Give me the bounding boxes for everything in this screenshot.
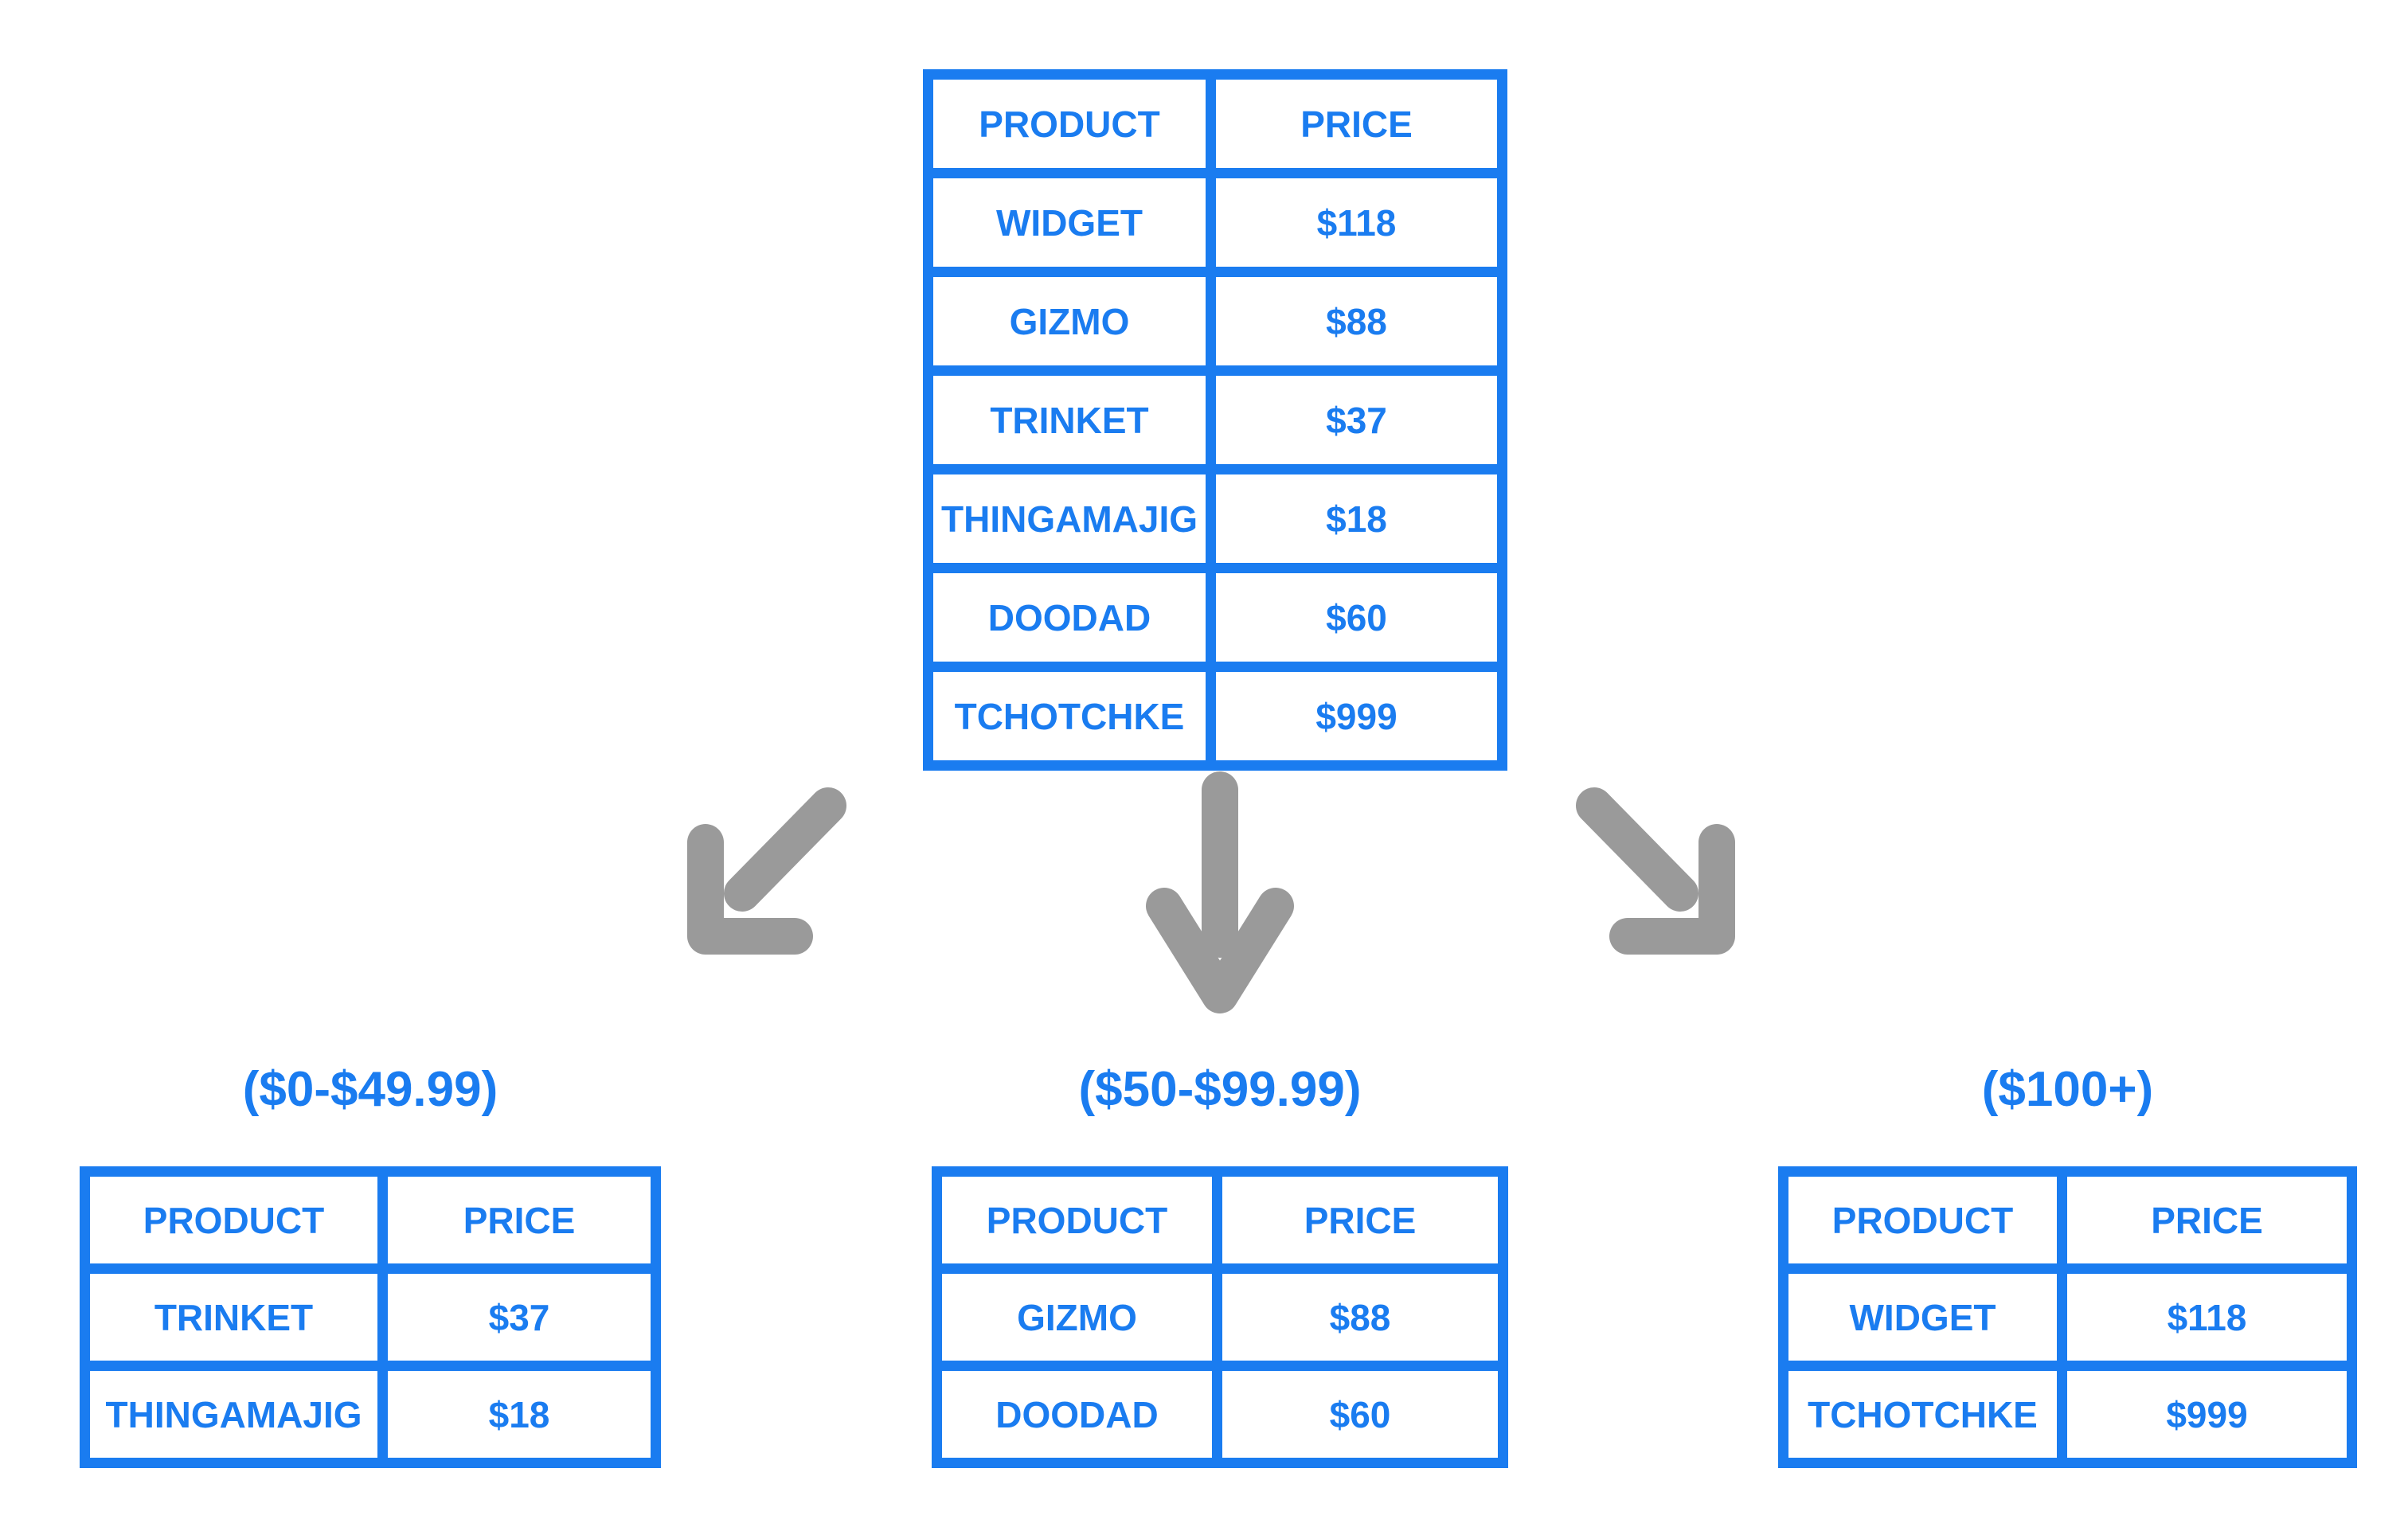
table-row: DOODAD$60 — [942, 1371, 1498, 1458]
down-left-arrow-shaft — [724, 787, 846, 912]
data-cell: TCHOTCHKE — [933, 672, 1206, 760]
data-cell: DOODAD — [933, 573, 1206, 662]
down-right-arrow-head — [1609, 824, 1735, 955]
data-cell: THINGAMAJIG — [90, 1371, 377, 1458]
data-cell: $37 — [388, 1274, 651, 1361]
data-cell: $118 — [2067, 1274, 2347, 1361]
table-row: TRINKET$37 — [90, 1274, 651, 1361]
table-row: THINGAMAJIG$18 — [90, 1371, 651, 1458]
table-row: TCHOTCHKE$999 — [1788, 1371, 2347, 1458]
data-cell: TCHOTCHKE — [1788, 1371, 2057, 1458]
down-right-arrow — [1576, 787, 1735, 955]
data-cell: TRINKET — [90, 1274, 377, 1361]
table-row: TRINKET$37 — [933, 376, 1497, 464]
down-left-arrow — [687, 787, 846, 955]
table-row: DOODAD$60 — [933, 573, 1497, 662]
header-cell: PRICE — [1222, 1177, 1498, 1263]
down-right-arrow-shaft — [1576, 787, 1698, 912]
header-cell: PRICE — [388, 1177, 651, 1263]
table-row: TCHOTCHKE$999 — [933, 672, 1497, 760]
range-label-high: ($100+) — [1981, 1062, 2154, 1117]
data-cell: $37 — [1216, 376, 1497, 464]
data-cell: $60 — [1222, 1371, 1498, 1458]
down-arrow-head — [1146, 888, 1294, 1013]
table-row: THINGAMAJIG$18 — [933, 474, 1497, 563]
data-cell: GIZMO — [942, 1274, 1212, 1361]
data-cell: DOODAD — [942, 1371, 1212, 1458]
header-cell: PRODUCT — [933, 80, 1206, 168]
data-cell: THINGAMAJIG — [933, 474, 1206, 563]
down-left-arrow-head — [687, 824, 813, 955]
range-label-low: ($0-$49.99) — [242, 1062, 498, 1117]
data-cell: $18 — [1216, 474, 1497, 563]
down-arrow — [1146, 771, 1294, 1013]
range-label-mid: ($50-$99.99) — [1078, 1062, 1362, 1117]
data-cell: TRINKET — [933, 376, 1206, 464]
header-cell: PRODUCT — [942, 1177, 1212, 1263]
table-row: GIZMO$88 — [933, 277, 1497, 365]
data-cell: $18 — [388, 1371, 651, 1458]
data-cell: GIZMO — [933, 277, 1206, 365]
header-cell: PRODUCT — [90, 1177, 377, 1263]
data-cell: $999 — [1216, 672, 1497, 760]
header-cell: PRICE — [2067, 1177, 2347, 1263]
header-cell: PRICE — [1216, 80, 1497, 168]
table-row: WIDGET$118 — [1788, 1274, 2347, 1361]
data-cell: $88 — [1216, 277, 1497, 365]
table-row: GIZMO$88 — [942, 1274, 1498, 1361]
data-cell: WIDGET — [1788, 1274, 2057, 1361]
data-cell: $999 — [2067, 1371, 2347, 1458]
data-cell: WIDGET — [933, 178, 1206, 267]
table-row: WIDGET$118 — [933, 178, 1497, 267]
data-cell: $118 — [1216, 178, 1497, 267]
data-cell: $60 — [1216, 573, 1497, 662]
header-cell: PRODUCT — [1788, 1177, 2057, 1263]
data-cell: $88 — [1222, 1274, 1498, 1361]
